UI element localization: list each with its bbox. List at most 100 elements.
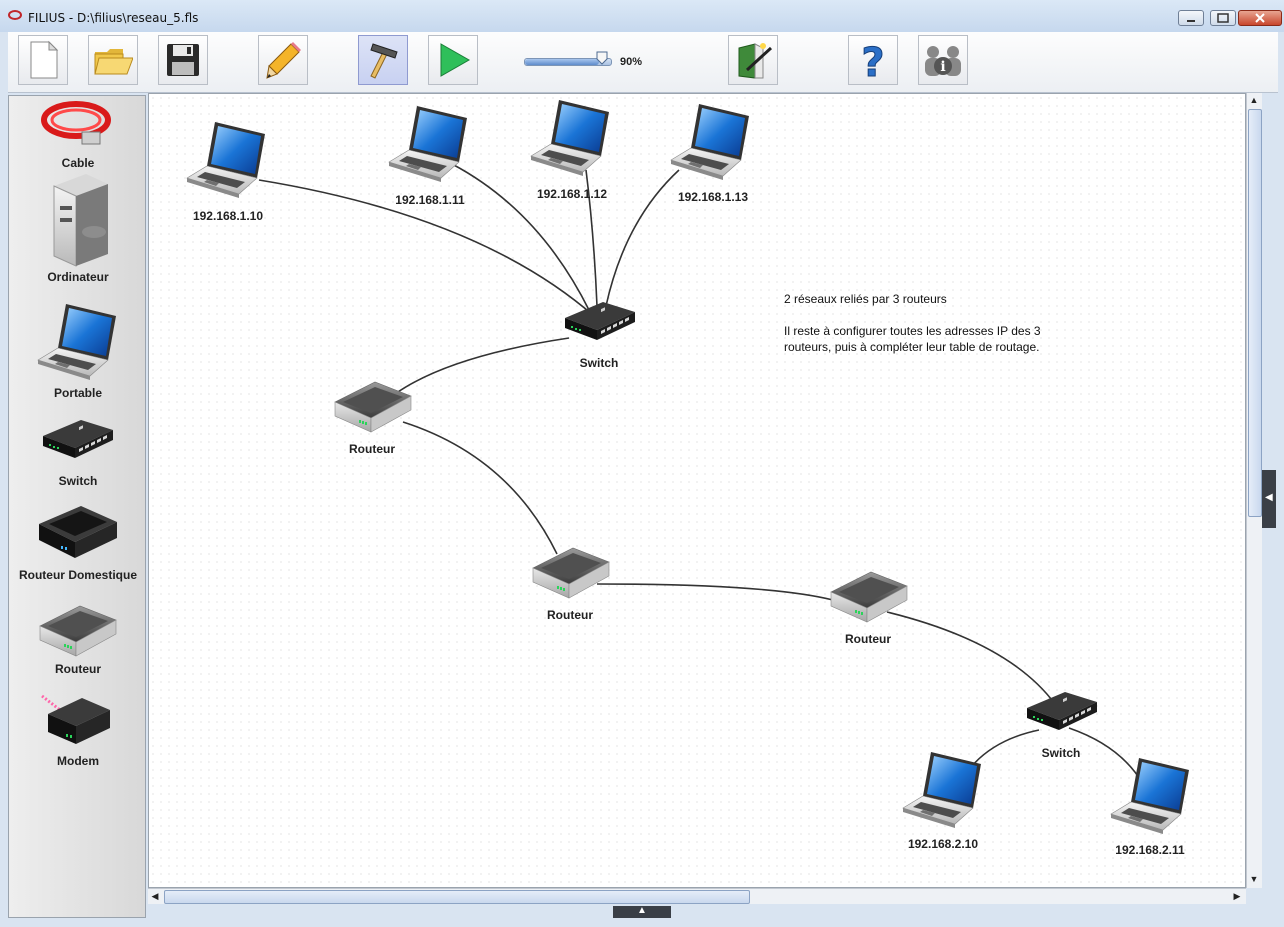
switch-node[interactable] [563, 298, 637, 344]
palette-label-switch: Switch [58, 474, 98, 488]
save-file-button[interactable] [158, 35, 208, 85]
laptop-node[interactable] [387, 104, 471, 184]
note-line: 2 réseaux reliés par 3 routeurs [784, 292, 947, 306]
node-label: Switch [1041, 746, 1081, 760]
palette-item-home-router[interactable] [9, 502, 147, 562]
about-button[interactable]: i [918, 35, 968, 85]
node-label: 192.168.1.13 [677, 190, 749, 204]
play-icon [440, 43, 471, 77]
open-file-button[interactable] [88, 35, 138, 85]
minimize-button[interactable] [1178, 10, 1204, 26]
router-node[interactable] [829, 568, 909, 626]
router-icon [39, 605, 117, 657]
network-canvas[interactable]: 192.168.1.10 192.168.1.11 192.168.1.12 1… [148, 93, 1246, 888]
pencil-icon [266, 42, 301, 79]
palette-item-router[interactable] [9, 602, 147, 660]
switch-icon [43, 420, 113, 458]
scroll-right-arrow-icon[interactable]: ▶ [1233, 891, 1241, 901]
node-label: 192.168.1.11 [395, 193, 465, 207]
note-spacer [784, 307, 1104, 323]
node-label: 192.168.1.10 [192, 209, 264, 223]
palette-item-cable[interactable] [9, 98, 147, 154]
bottom-panel-arrow-icon: ▲ [637, 905, 647, 916]
note-line: routeurs, puis à compléter leur table de… [784, 340, 1040, 354]
note-line: Il reste à configurer toutes les adresse… [784, 324, 1041, 338]
laptop-node[interactable] [185, 120, 269, 200]
node-label: 192.168.1.12 [536, 187, 608, 201]
toolbar: 90% ? i [8, 32, 1278, 93]
info-people-icon: i [925, 46, 961, 76]
component-palette: Cable Ordinateur Portable Switch Routeur… [8, 95, 146, 918]
open-folder-icon [94, 49, 133, 75]
horizontal-scrollbar[interactable]: ◀ ▶ [148, 888, 1246, 904]
node-label: 192.168.2.10 [907, 837, 979, 851]
horizontal-scroll-thumb[interactable] [164, 890, 750, 904]
scroll-up-arrow-icon[interactable]: ▲ [1249, 95, 1259, 105]
node-label: Routeur [349, 442, 395, 456]
design-mode-button[interactable] [258, 35, 308, 85]
palette-label-cable: Cable [61, 156, 95, 170]
laptop-node[interactable] [669, 102, 753, 182]
question-mark-icon: ? [861, 40, 885, 80]
palette-label-home-router: Routeur Domestique [18, 568, 137, 582]
title-bar: FILIUS - D:\filius\reseau_5.fls [0, 0, 1284, 32]
link-router2-router3 [596, 583, 834, 601]
zoom-label: 90% [620, 56, 643, 68]
node-label: Switch [579, 356, 619, 370]
hammer-icon [370, 43, 398, 79]
canvas-note: 2 réseaux reliés par 3 routeurs Il reste… [784, 291, 1104, 355]
switch-node[interactable] [1025, 688, 1099, 734]
laptop-node[interactable] [1109, 756, 1193, 836]
simulation-mode-button[interactable] [428, 35, 478, 85]
palette-label-laptop: Portable [53, 386, 102, 400]
modem-icon [41, 694, 110, 744]
link-router1-router2 [402, 421, 558, 555]
node-label: Routeur [547, 608, 593, 622]
close-button[interactable] [1238, 10, 1282, 26]
new-file-button[interactable] [18, 35, 68, 85]
palette-item-modem[interactable] [9, 690, 147, 750]
palette-item-switch[interactable] [9, 416, 147, 462]
wizard-button[interactable] [728, 35, 778, 85]
scroll-down-arrow-icon[interactable]: ▼ [1249, 874, 1259, 884]
svg-text:?: ? [861, 40, 884, 80]
link-pc1-switch [258, 179, 595, 317]
scroll-left-arrow-icon[interactable]: ◀ [151, 891, 159, 901]
node-label: 192.168.2.11 [1115, 843, 1185, 857]
palette-label-router: Routeur [55, 662, 101, 676]
window-title: FILIUS - D:\filius\reseau_5.fls [28, 11, 199, 25]
vertical-scroll-thumb[interactable] [1248, 109, 1262, 517]
palette-item-laptop[interactable] [9, 302, 147, 382]
bottom-panel-toggle[interactable]: ▲ [613, 905, 671, 918]
link-router3-switch2 [886, 611, 1056, 705]
laptop-icon [37, 303, 117, 381]
vertical-scrollbar[interactable]: ▲ ▼ [1246, 93, 1262, 888]
palette-label-modem: Modem [57, 754, 99, 768]
svg-text:i: i [940, 59, 945, 75]
zoom-slider[interactable] [524, 58, 612, 66]
palette-label-computer: Ordinateur [47, 270, 109, 284]
home-router-icon [39, 506, 117, 558]
help-button[interactable]: ? [848, 35, 898, 85]
maximize-button[interactable] [1210, 10, 1236, 26]
magic-wand-book-icon [738, 43, 773, 79]
link-switch-router1 [394, 337, 570, 395]
router-node[interactable] [531, 544, 611, 602]
node-label: Routeur [845, 632, 891, 646]
cable-icon [41, 101, 111, 145]
palette-item-computer[interactable] [9, 172, 147, 268]
link-pc3-switch [585, 169, 598, 307]
network-links [258, 163, 1144, 785]
link-pc4-switch [605, 169, 680, 307]
router-node[interactable] [333, 378, 413, 436]
zoom-slider-thumb[interactable] [596, 51, 608, 65]
new-file-icon [30, 40, 59, 79]
laptop-node[interactable] [529, 98, 613, 178]
computer-icon [53, 174, 108, 267]
filius-logo-icon [8, 10, 22, 20]
build-mode-button[interactable] [358, 35, 408, 85]
zoom-slider-fill [525, 59, 599, 65]
link-pc2-switch [451, 163, 590, 311]
laptop-node[interactable] [901, 750, 985, 830]
side-panel-toggle[interactable]: ◀ [1262, 470, 1276, 528]
